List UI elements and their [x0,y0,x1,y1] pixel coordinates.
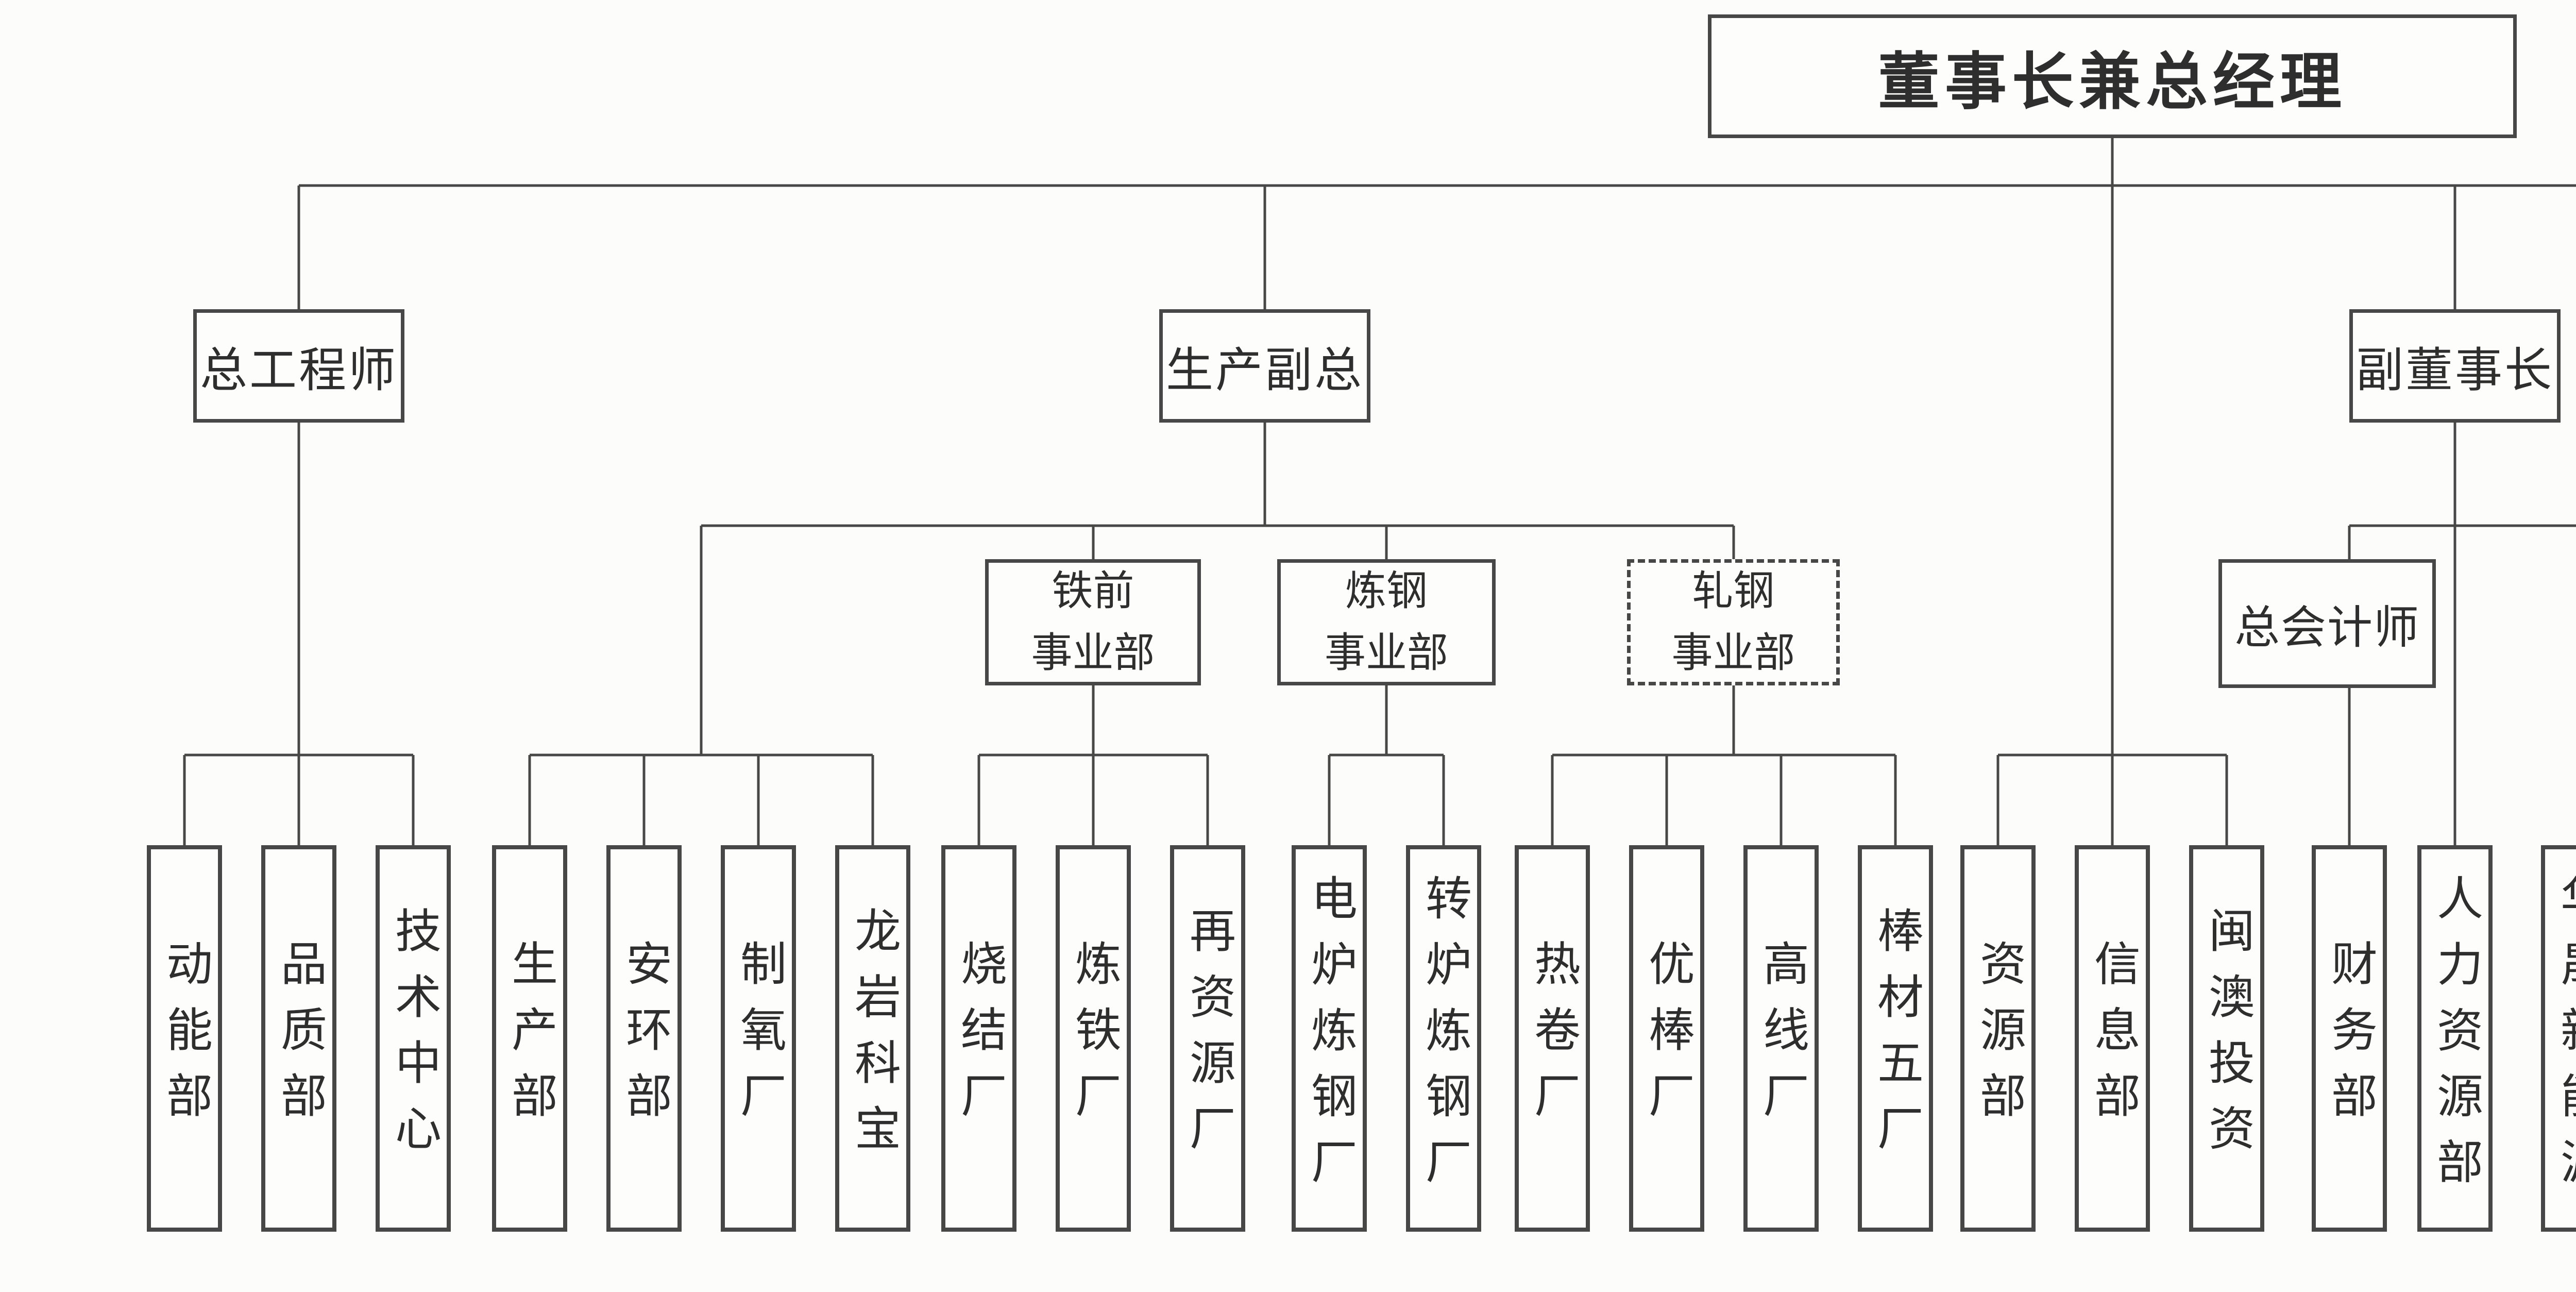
node-resources-dept: 资源部 [1960,845,2036,1232]
node-quality-dept: 品质部 [261,845,336,1232]
division-label-line: 铁前 [1052,568,1134,614]
division-label-line: 轧钢 [1692,568,1775,614]
node-longyan-kebao: 龙岩科宝 [835,845,910,1232]
node-high-speed-wire-plant: 高线厂 [1743,845,1819,1232]
node-rolling-division: 轧钢 事业部 [1627,559,1840,685]
node-huasheng-new-energy: 华晟新能源 [2541,845,2576,1232]
node-oxygen-plant: 制氧厂 [721,845,796,1232]
division-label-line: 炼钢 [1345,568,1428,614]
division-label-line: 事业部 [1031,630,1155,676]
node-hr-dept: 人力资源部 [2417,845,2493,1232]
node-finance-dept: 财务部 [2312,845,2387,1232]
node-vice-chairman: 副董事长 [2349,309,2561,423]
node-steelmaking-division: 炼钢 事业部 [1277,559,1496,685]
node-minao-investment: 闽澳投资 [2189,845,2264,1232]
division-label-line: 事业部 [1671,630,1795,676]
node-production-vp: 生产副总 [1159,309,1370,423]
node-ironmaking-plant: 炼铁厂 [1056,845,1131,1232]
node-information-dept: 信息部 [2075,845,2150,1232]
node-bof-steel-plant: 转炉炼钢厂 [1406,845,1481,1232]
node-technology-center: 技术中心 [376,845,451,1232]
node-chief-engineer: 总工程师 [193,309,404,423]
node-hot-coil-plant: 热卷厂 [1515,845,1590,1232]
node-power-energy-dept: 动能部 [147,845,222,1232]
node-safety-environment-dept: 安环部 [606,845,682,1232]
node-sintering-plant: 烧结厂 [941,845,1016,1232]
node-production-dept: 生产部 [492,845,567,1232]
division-label-line: 事业部 [1325,630,1448,676]
node-bar-no5-plant: 棒材五厂 [1858,845,1933,1232]
node-ironmaking-division: 铁前 事业部 [985,559,1201,685]
node-chief-accountant: 总会计师 [2218,559,2436,688]
node-chairman-general-manager: 董事长兼总经理 [1708,14,2517,138]
node-recycling-plant: 再资源厂 [1170,845,1245,1232]
node-eaf-steel-plant: 电炉炼钢厂 [1292,845,1367,1232]
node-quality-bar-plant: 优棒厂 [1629,845,1704,1232]
